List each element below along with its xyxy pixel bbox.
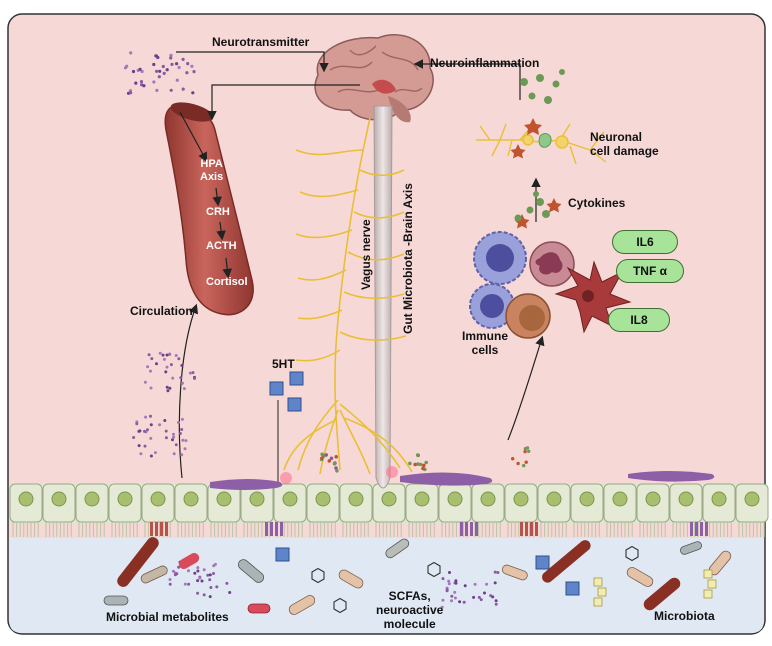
neuronal-damage-line1: Neuronal xyxy=(590,130,643,144)
cytokines-label: Cytokines xyxy=(568,196,626,210)
vagus-nerve-label: Vagus nerve xyxy=(359,219,373,290)
acth-label: ACTH xyxy=(206,240,237,252)
signal-arrows xyxy=(176,51,545,482)
serotonin-label: 5HT xyxy=(272,357,295,371)
microbiota-label: Microbiota xyxy=(654,609,715,623)
gut-lumen xyxy=(9,538,764,633)
immune-line1: Immune xyxy=(462,329,509,343)
immune-cells-label: Immune cells xyxy=(462,329,509,358)
lymphocyte-cell-2 xyxy=(469,283,515,329)
scfas-line1: SCFAs, xyxy=(388,589,431,603)
hexagon-molecules xyxy=(311,545,639,614)
gut-bacteria xyxy=(103,537,732,615)
gut-brain-axis-column xyxy=(373,105,393,489)
macrophage-cell xyxy=(505,293,551,339)
scfas-line3: molecule xyxy=(383,616,436,631)
serotonin-molecules xyxy=(269,371,580,596)
neuronal-damage-line2: cell damage xyxy=(590,143,659,158)
brain-icon xyxy=(314,34,434,123)
vagus-nerve xyxy=(283,117,413,475)
tnf-alpha-pill: TNF α xyxy=(616,259,684,283)
crh-label: CRH xyxy=(206,206,230,218)
lymphocyte-cell-1 xyxy=(473,231,527,285)
neurotransmitter-label: Neurotransmitter xyxy=(212,35,310,49)
neuronal-damage-label: Neuronal cell damage xyxy=(590,130,659,159)
neutrophil-cell xyxy=(529,241,575,287)
release-spots xyxy=(210,466,715,490)
cytokine-particles xyxy=(514,69,565,222)
microbial-metabolites-label: Microbial metabolites xyxy=(106,610,229,624)
damage-markers xyxy=(510,118,562,229)
immune-line2: cells xyxy=(471,342,499,357)
il6-pill: IL6 xyxy=(612,230,678,254)
hpa-axis-tube xyxy=(164,102,254,316)
scfas-label: SCFAs, neuroactive molecule xyxy=(376,589,444,631)
gut-brain-axis-label: Gut Microbiota -Brain Axis xyxy=(401,183,415,334)
cortisol-label: Cortisol xyxy=(206,276,248,288)
intestinal-epithelium xyxy=(9,483,769,537)
hpa-line2: Axis xyxy=(200,170,224,183)
dendritic-cell xyxy=(554,260,632,334)
il8-pill: IL8 xyxy=(608,308,670,332)
scfas-line2: neuroactive xyxy=(376,602,444,617)
immune-cells xyxy=(469,231,632,339)
metabolite-particles xyxy=(123,51,531,609)
neuroinflammation-label: Neuroinflammation xyxy=(430,56,540,70)
circulation-label: Circulation xyxy=(130,304,193,318)
neuron-icon xyxy=(476,123,607,165)
hpa-line1: HPA xyxy=(200,158,223,170)
hpa-axis-label: HPA Axis xyxy=(200,158,223,183)
